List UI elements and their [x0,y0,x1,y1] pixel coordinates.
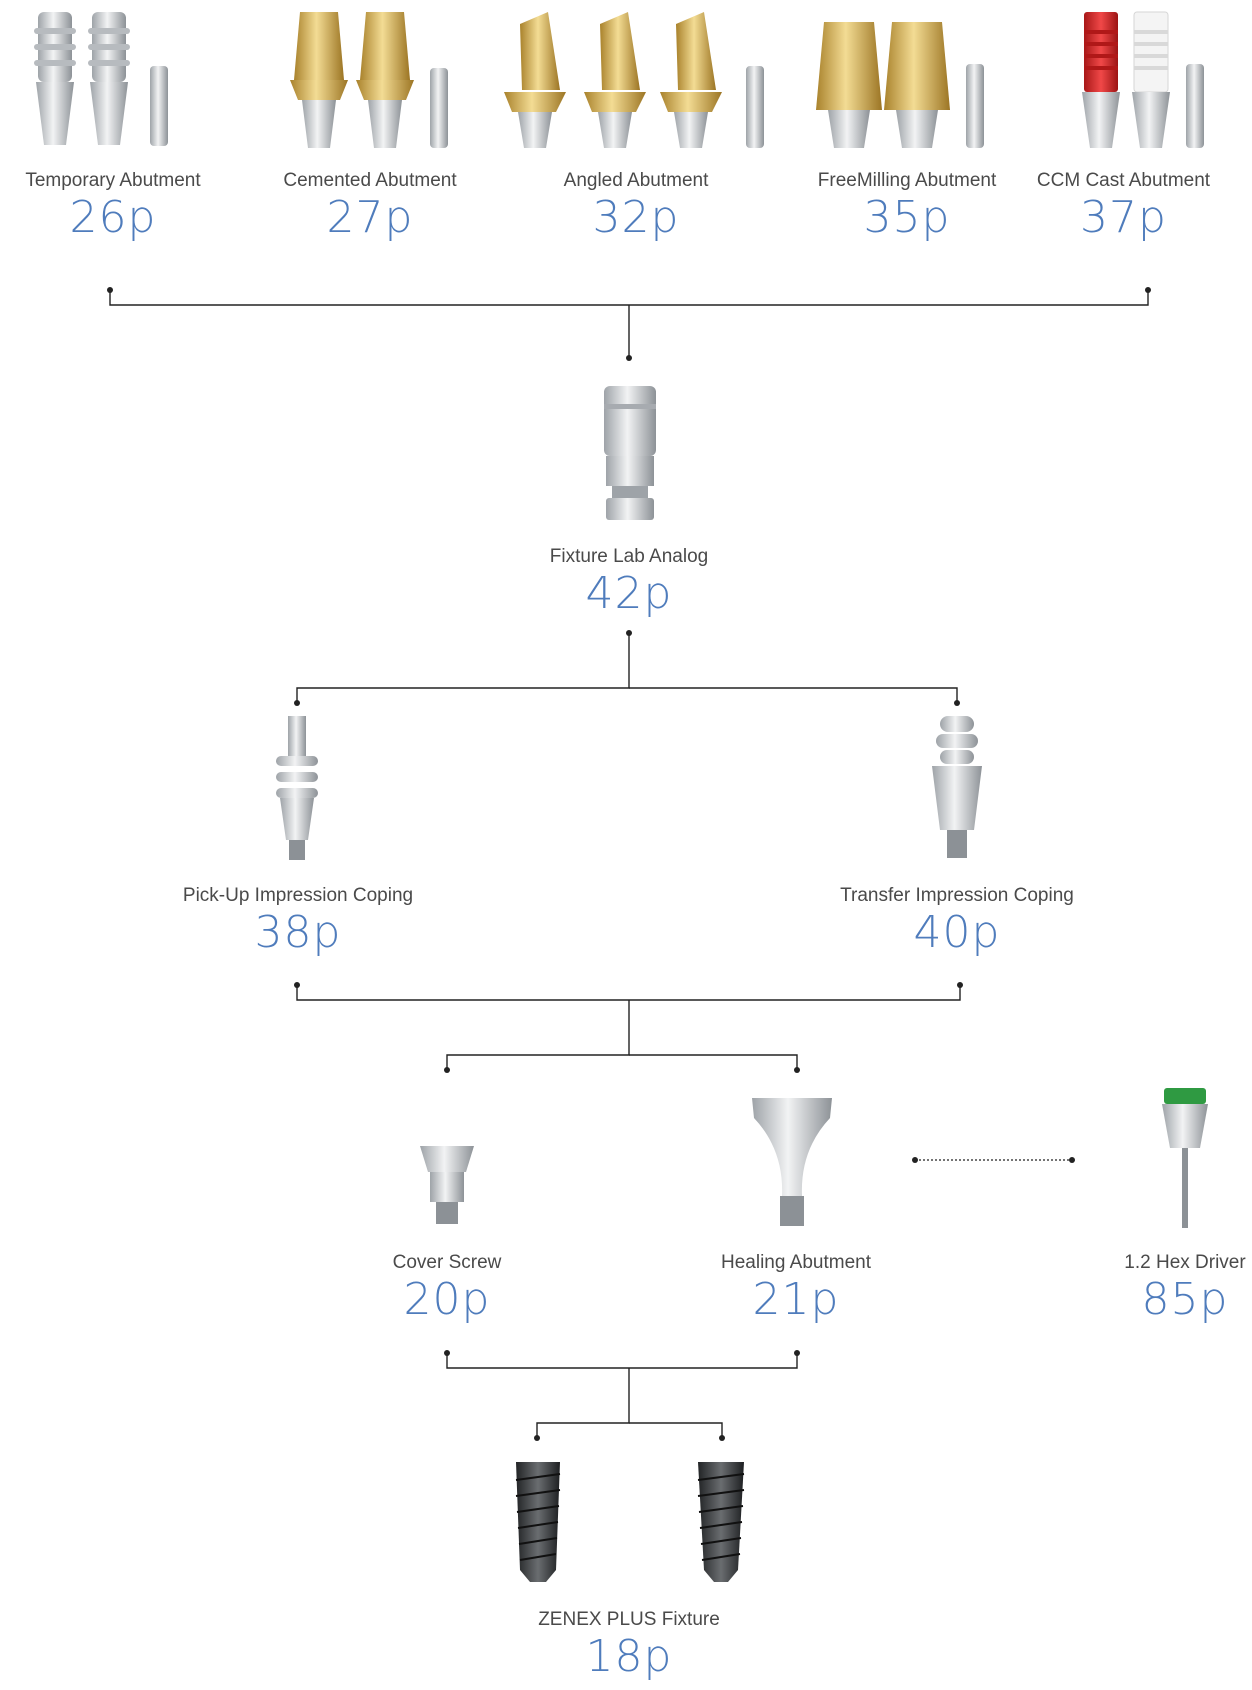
component-name: 1.2 Hex Driver [1124,1252,1246,1273]
component-name: Healing Abutment [721,1252,871,1273]
fixture-icon [515,1462,745,1582]
component-name: Angled Abutment [563,170,709,191]
hex-driver-icon [1162,1088,1208,1228]
page-number: 32p [592,192,680,243]
component-name: Cemented Abutment [283,170,457,191]
freemilling-abutment-icon [816,22,984,148]
node-angled-abutment: Angled Abutment 32p [486,169,786,243]
node-healing-abutment: Healing Abutment 21p [646,1251,946,1325]
angled-abutment-icon [504,12,764,148]
page-number: 27p [326,192,414,243]
page-number: 18p [585,1631,673,1682]
node-transfer-coping: Transfer Impression Coping 40p [807,884,1107,958]
bracket-copings [296,633,958,703]
node-cover-screw: Cover Screw 20p [297,1251,597,1325]
page-number: 37p [1080,192,1167,243]
component-name: Fixture Lab Analog [549,546,709,567]
node-fixture-lab-analog: Fixture Lab Analog 42p [479,545,779,619]
page-number: 21p [752,1274,840,1325]
component-name: Transfer Impression Coping [840,885,1074,906]
bracket-copings-lower [296,985,961,1070]
page-number: 26p [69,192,157,243]
healing-abutment-icon [752,1098,832,1226]
node-temporary-abutment: Temporary Abutment 26p [0,169,263,243]
cemented-abutment-icon [290,12,448,148]
node-freemilling-abutment: FreeMilling Abutment 35p [757,169,1057,243]
component-name: CCM Cast Abutment [1036,170,1211,191]
pickup-coping-icon [276,716,318,860]
component-name: Temporary Abutment [25,170,201,191]
component-name: Cover Screw [392,1252,502,1273]
component-name: ZENEX PLUS Fixture [538,1609,720,1630]
page-number: 40p [913,907,1001,958]
node-ccm-cast-abutment: CCM Cast Abutment 37p [995,169,1252,243]
page-number: 38p [254,907,342,958]
page-number: 42p [585,568,673,619]
component-name: FreeMilling Abutment [817,170,997,191]
component-name: Pick-Up Impression Coping [182,885,414,906]
lab-analog-icon [604,386,656,520]
cover-screw-icon [420,1146,474,1224]
node-zenex-plus-fixture: ZENEX PLUS Fixture 18p [479,1608,779,1682]
temporary-abutment-icon [34,12,168,146]
bracket-abutments [109,290,1149,358]
transfer-coping-icon [932,716,982,858]
page-number: 85p [1141,1274,1229,1325]
node-cemented-abutment: Cemented Abutment 27p [220,169,520,243]
ccm-cast-abutment-icon [1082,11,1204,148]
bracket-fixture [446,1353,798,1438]
page-number: 20p [403,1274,491,1325]
dotted-link-driver [912,1157,1075,1163]
node-pickup-coping: Pick-Up Impression Coping 38p [148,884,448,958]
page-number: 35p [863,192,951,243]
node-hex-driver: 1.2 Hex Driver 85p [1092,1251,1252,1325]
